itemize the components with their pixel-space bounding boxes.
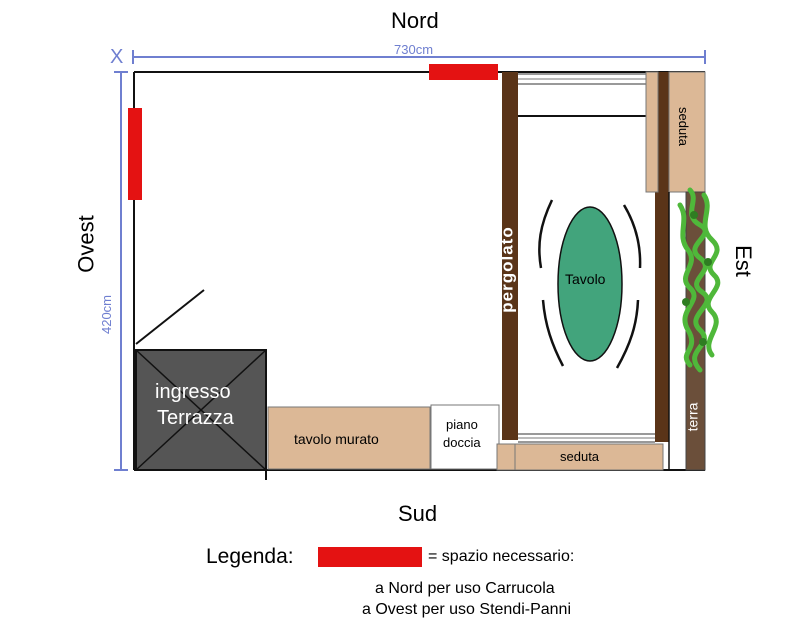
bench-bottom-block: [514, 443, 664, 471]
dimension-width: [132, 50, 706, 64]
masonry-table-label: tavolo murato: [294, 431, 379, 447]
entrance-block: [135, 349, 267, 480]
bench-right-block: [668, 71, 706, 193]
shower-label-line2: doccia: [443, 435, 481, 450]
door-swing-line: [135, 289, 205, 345]
north-required-space: [429, 64, 498, 80]
entrance-label-line2: Terrazza: [157, 407, 234, 429]
compass-north: Nord: [391, 8, 439, 33]
legend-swatch: [318, 547, 422, 567]
compass-east: Est: [730, 245, 756, 277]
plants-icon: [677, 187, 721, 373]
compass-west: Ovest: [73, 215, 99, 273]
shower-block: [430, 404, 500, 470]
pergola-label: pergolato: [497, 226, 517, 313]
masonry-table-block: [267, 406, 431, 470]
connector-block: [496, 443, 516, 471]
table-shape: [557, 206, 623, 362]
legend-line-north: a Nord per uso Carrucola: [375, 580, 555, 597]
bench-right-extension: [645, 71, 659, 193]
dimension-depth: [114, 71, 128, 471]
west-required-space: [128, 108, 142, 200]
dimension-width-label: 730cm: [394, 42, 434, 57]
shower-label-line1: piano: [446, 417, 478, 432]
compass-south: Sud: [398, 501, 438, 526]
legend-line-west: a Ovest per uso Stendi-Panni: [362, 601, 572, 618]
bench-right-label: seduta: [676, 106, 692, 147]
dimension-depth-label: 420cm: [99, 294, 115, 335]
legend-swatch-text: = spazio necessario:: [428, 548, 575, 565]
bench-bottom-label: seduta: [560, 449, 600, 464]
origin-mark: X: [110, 46, 124, 68]
table-label: Tavolo: [565, 271, 606, 287]
soil-label: terra: [684, 402, 701, 432]
legend-title: Legenda:: [206, 545, 294, 568]
chair-arcs: [538, 199, 642, 369]
entrance-label-line1: ingresso: [155, 381, 231, 403]
